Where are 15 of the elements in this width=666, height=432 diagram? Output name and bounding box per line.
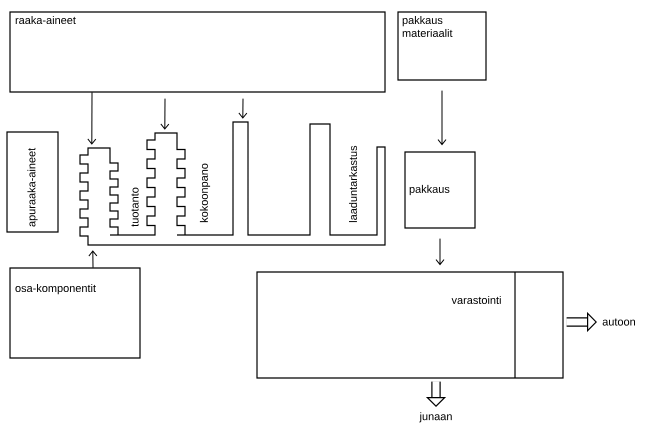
process-box: raaka-aineet [9, 11, 386, 93]
arrow [438, 90, 446, 146]
production-line-drawing: tuotanto kokoonpano laaduntarkastus [79, 121, 386, 246]
storage-box: varastointi [256, 271, 564, 379]
arrow [238, 98, 248, 119]
destination-label: junaan [419, 412, 452, 422]
arrow [160, 98, 170, 130]
process-box: pakkaus [404, 151, 476, 229]
arrow [88, 250, 98, 268]
process-box: pakkaus materiaalit [397, 11, 487, 81]
process-box: apuraaka-aineet [6, 131, 59, 233]
arrow [87, 92, 96, 145]
destination-label: autoon [602, 318, 635, 326]
process-box: osa-komponentit [9, 267, 141, 359]
arrow [436, 238, 444, 266]
